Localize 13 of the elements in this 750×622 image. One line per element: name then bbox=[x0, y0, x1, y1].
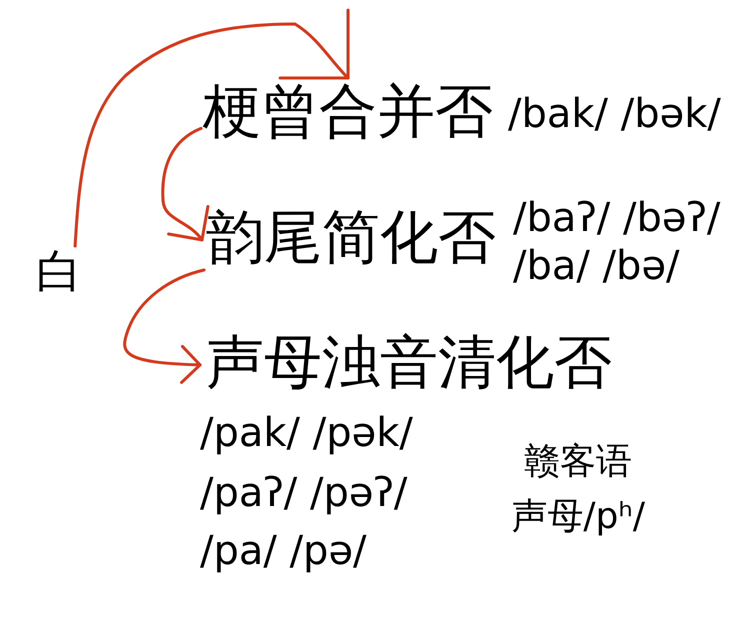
ipa-transcription: /pak/ /pək/ bbox=[200, 409, 413, 457]
ipa-transcription: /paʔ/ /pəʔ/ bbox=[200, 469, 408, 517]
ipa-transcription: /baʔ/ /bəʔ/ /ba/ /bə/ bbox=[513, 194, 722, 290]
curved-arrow bbox=[123, 268, 206, 384]
curved-arrow bbox=[161, 126, 208, 242]
note-text: 赣客语声母/pʰ/ bbox=[510, 440, 646, 539]
curved-arrow bbox=[74, 8, 351, 248]
character-text: 白 bbox=[36, 248, 82, 294]
ipa-transcription: /pa/ /pə/ bbox=[200, 527, 367, 575]
ipa-transcription: /bak/ /bək/ bbox=[508, 90, 721, 138]
question-text: 韵尾简化否 bbox=[206, 208, 496, 266]
question-text: 声母浊音清化否 bbox=[206, 333, 612, 391]
question-text: 梗曾合并否 bbox=[203, 82, 493, 140]
